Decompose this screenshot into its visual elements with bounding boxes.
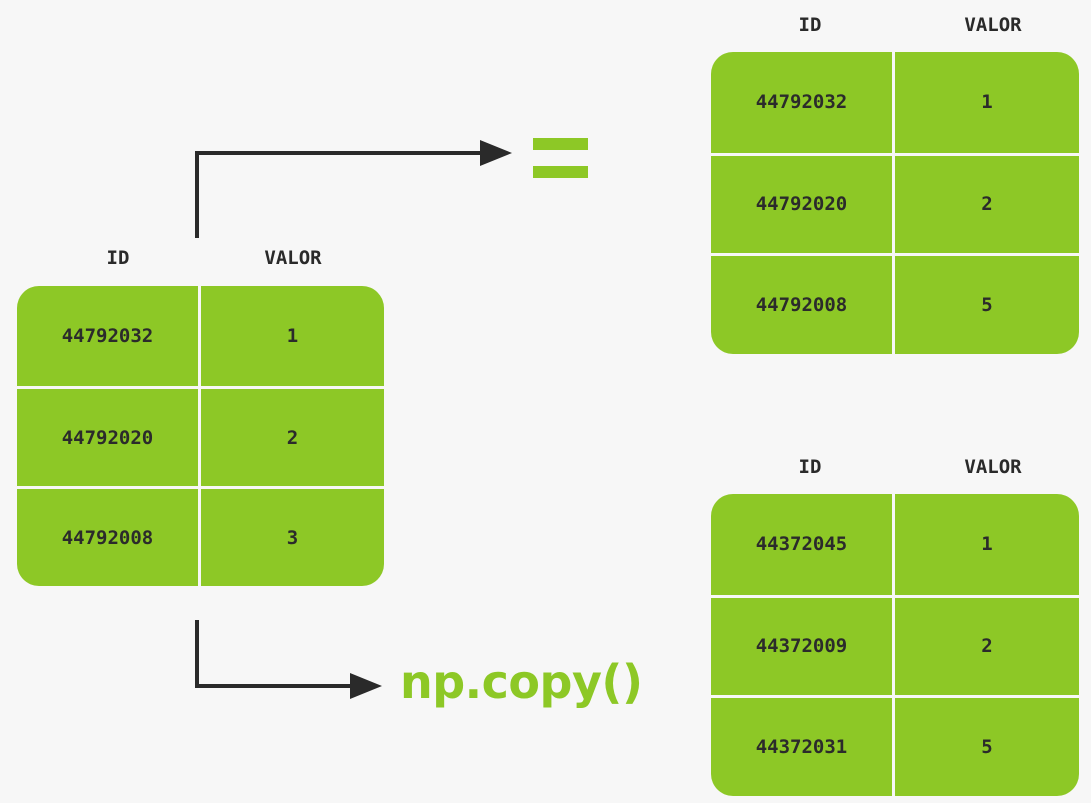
copied-header-id: ID [798, 456, 822, 478]
valor-cell: 1 [981, 533, 993, 556]
source-table-headers: ID VALOR [18, 247, 368, 269]
copied-table-headers: ID VALOR [712, 456, 1078, 478]
table-row: 44792020 2 [17, 386, 384, 486]
assigned-header-id: ID [798, 14, 822, 36]
copy-arrowhead [350, 673, 382, 699]
assigned-table: 44792032 1 44792020 2 44792008 5 [711, 52, 1079, 354]
id-cell: 44792008 [17, 489, 201, 586]
table-row: 44792032 1 [711, 52, 1079, 153]
valor-cell: 1 [981, 91, 993, 114]
valor-cell: 1 [286, 325, 299, 347]
copy-function-label: np.copy() [400, 655, 643, 709]
copied-header-valor: VALOR [964, 456, 1022, 478]
id-cell: 44372031 [711, 698, 895, 796]
valor-cell: 2 [981, 635, 993, 658]
assigned-table-headers: ID VALOR [712, 14, 1078, 36]
table-row: 44372045 1 [711, 494, 1079, 595]
table-row: 44372031 5 [711, 695, 1079, 796]
id-cell: 44792020 [17, 389, 201, 486]
assign-arrow-line [195, 151, 482, 238]
id-cell: 44372045 [711, 494, 895, 595]
id-cell: 44792020 [711, 155, 895, 254]
valor-cell: 2 [286, 426, 299, 449]
copied-table: 44372045 1 44372009 2 44372031 5 [711, 494, 1079, 796]
source-header-id: ID [106, 247, 130, 269]
table-row: 44372009 2 [711, 594, 1079, 696]
valor-cell: 5 [981, 294, 993, 317]
id-cell: 44792008 [711, 256, 895, 354]
source-header-valor: VALOR [264, 247, 322, 269]
assign-arrowhead [480, 140, 512, 166]
id-cell: 44792032 [17, 286, 201, 386]
copy-arrow-line [195, 620, 352, 688]
table-row: 44792008 5 [711, 253, 1079, 354]
valor-cell: 3 [286, 526, 299, 549]
assign-equals-symbol [533, 138, 588, 182]
valor-cell: 5 [981, 736, 993, 759]
id-cell: 44372009 [711, 597, 895, 696]
assigned-header-valor: VALOR [964, 14, 1022, 36]
valor-cell: 2 [981, 193, 993, 216]
id-cell: 44792032 [711, 52, 895, 153]
source-table: 44792032 1 44792020 2 44792008 3 [17, 286, 384, 586]
table-row: 44792020 2 [711, 152, 1079, 254]
table-row: 44792032 1 [17, 286, 384, 386]
table-row: 44792008 3 [17, 486, 384, 586]
